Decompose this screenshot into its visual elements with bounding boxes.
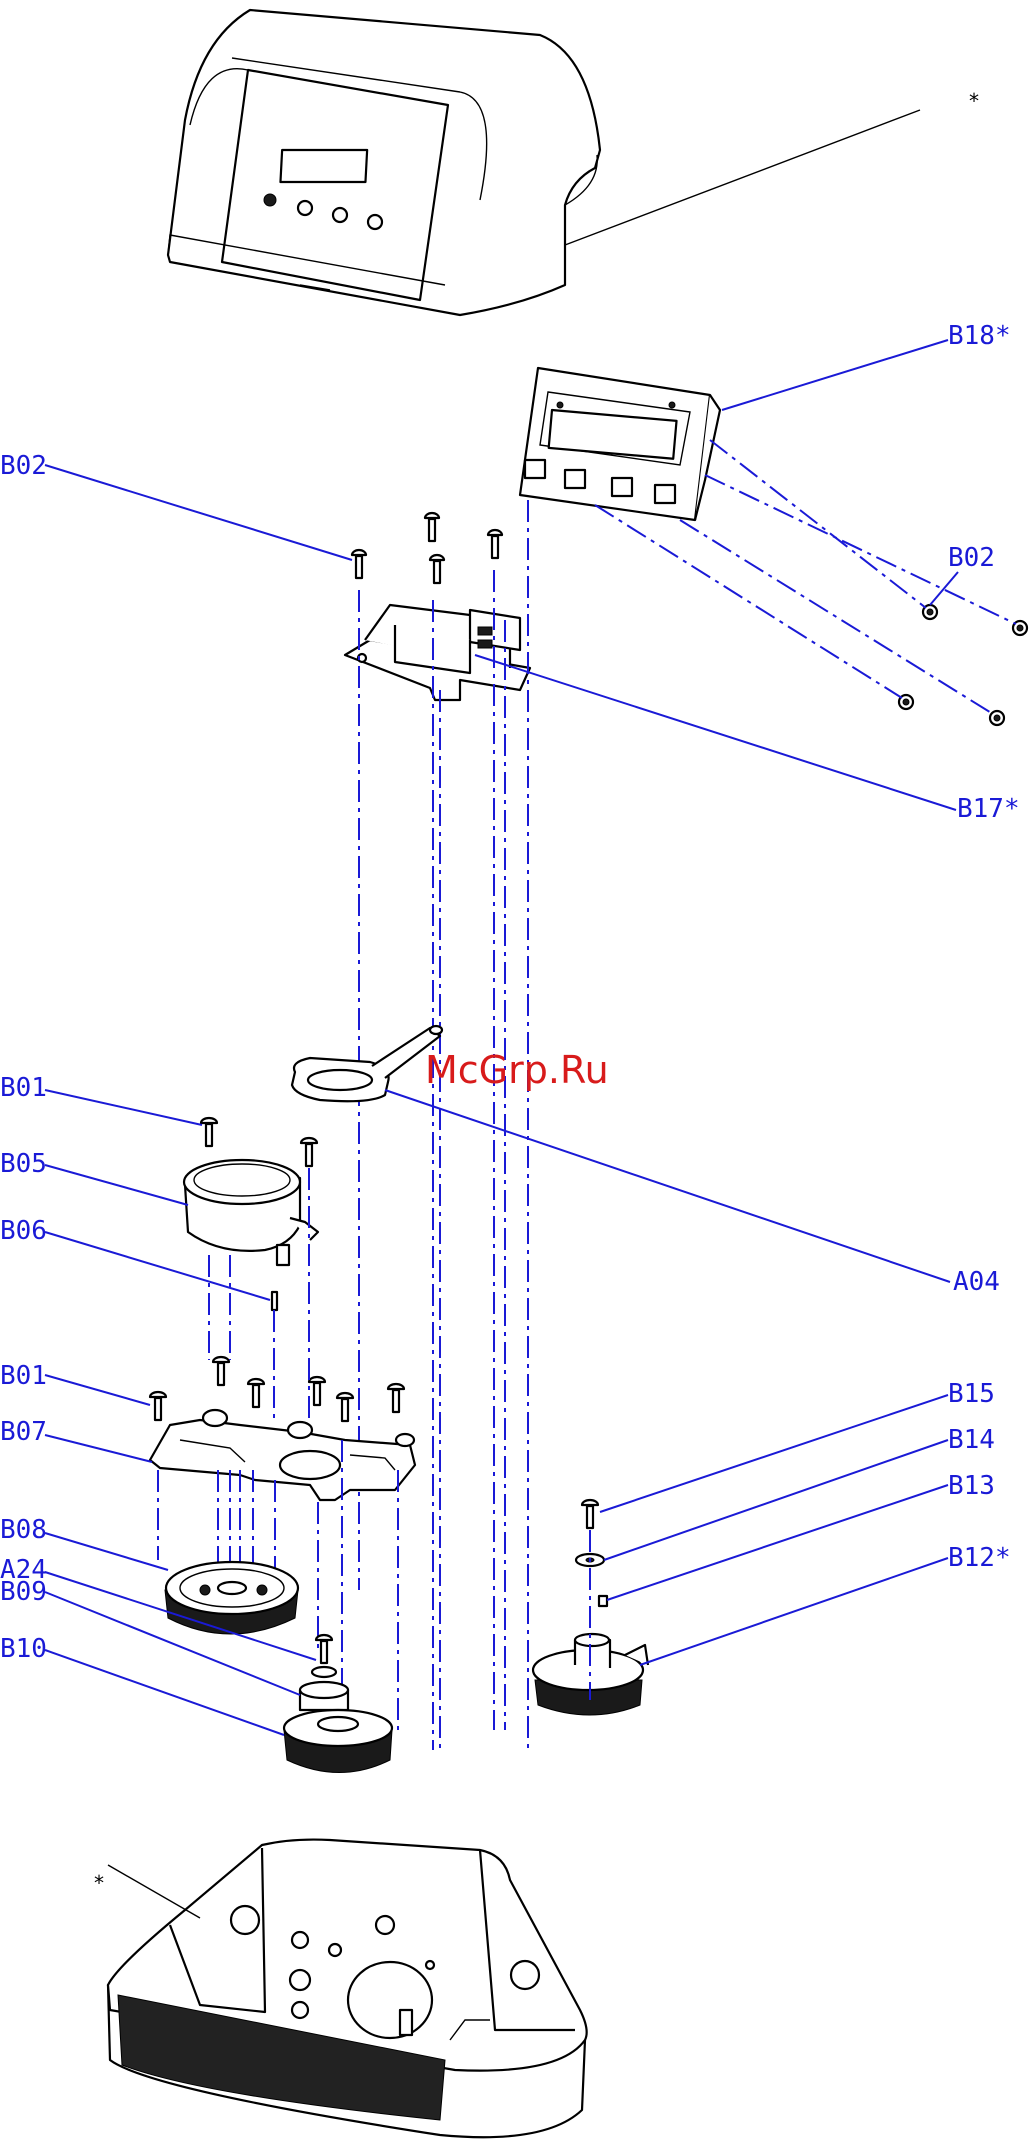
callout-leaders [45, 340, 958, 1735]
label-b01-upper: B01 [0, 1073, 47, 1103]
bottom-housing [108, 1840, 587, 2138]
label-b15: B15 [948, 1379, 995, 1409]
label-b17: B17* [957, 794, 1020, 824]
label-b06: B06 [0, 1216, 47, 1246]
motor [184, 1160, 318, 1310]
label-b12: B12* [948, 1543, 1011, 1573]
top-cover [168, 10, 600, 315]
label-b09: B09 [0, 1577, 47, 1607]
label-a04: A04 [953, 1267, 1000, 1297]
right-gear-stack [533, 1500, 648, 1715]
control-board [345, 605, 530, 700]
top-cover-leader [565, 110, 920, 245]
plate-screws [150, 1357, 404, 1421]
display-board [520, 368, 720, 520]
label-b05: B05 [0, 1149, 47, 1179]
label-b01-lower: B01 [0, 1361, 47, 1391]
gear-plate [150, 1410, 415, 1500]
housing-leader [108, 1865, 200, 1918]
label-b02-left: B02 [0, 451, 47, 481]
motor-screws [201, 1118, 317, 1166]
label-b10: B10 [0, 1634, 47, 1664]
large-gear [165, 1562, 298, 1634]
top-cover-asterisk: * [968, 89, 980, 113]
label-b14: B14 [948, 1425, 995, 1455]
label-b02-right: B02 [948, 543, 995, 573]
label-b18: B18* [948, 321, 1011, 351]
label-b07: B07 [0, 1417, 47, 1447]
watermark: McGrp.Ru [425, 1048, 609, 1092]
label-b13: B13 [948, 1471, 995, 1501]
cam-shaft [292, 1026, 442, 1101]
b02-nuts-right [899, 605, 1027, 725]
board-screws [352, 513, 502, 583]
housing-asterisk: * [93, 1871, 105, 1895]
label-b08: B08 [0, 1515, 47, 1545]
